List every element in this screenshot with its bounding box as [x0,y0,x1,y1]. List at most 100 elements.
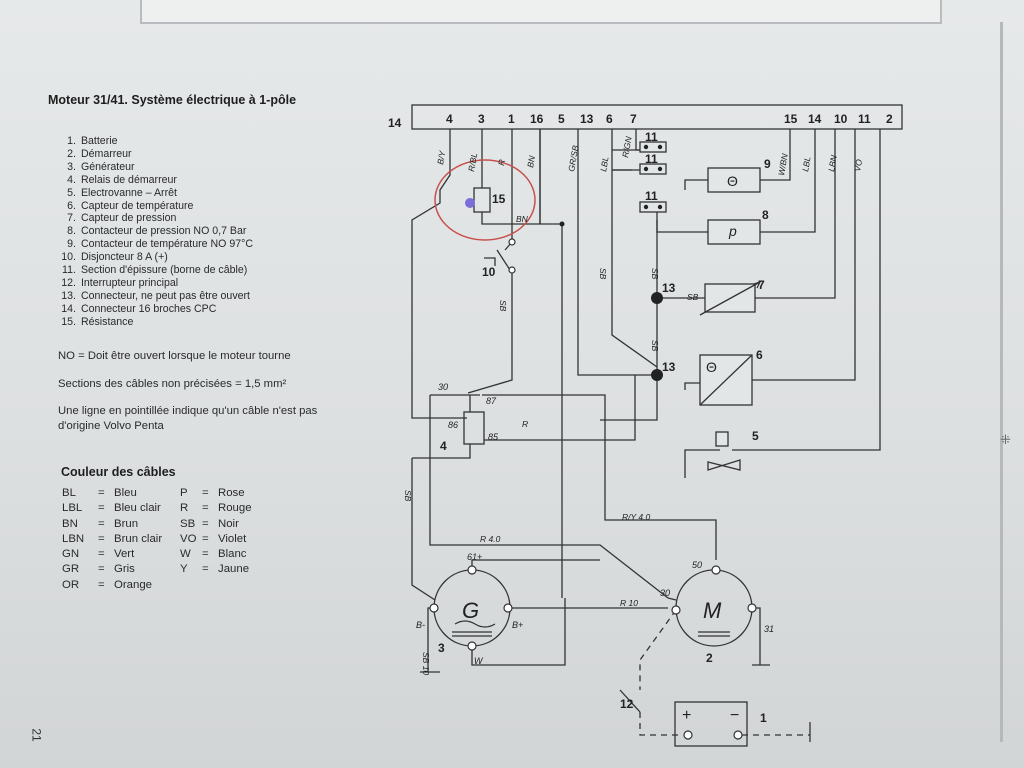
terminal-50: 50 [692,560,702,570]
cable-color-row: LBN=Brun clair [62,532,162,547]
connector-pin-label: 5 [558,112,565,126]
cable-color-row: VO=Violet [180,532,252,547]
legend-item: 10. Disjoncteur 8 A (+) [52,251,253,264]
cable-color-code: LBL [62,502,83,515]
cable-color-equals: = [202,563,209,576]
electrovanne-5 [715,431,729,447]
symbol-p-8: p [728,223,737,239]
connector-pin-label: 10 [834,112,848,126]
cable-color-name: Bleu [114,487,137,499]
wire-vo-2 [732,129,881,451]
legend-item-label: Batterie [80,135,118,147]
cable-color-equals: = [98,563,105,576]
terminal-30-starter: 30 [660,588,670,598]
cable-color-row: LBL=Bleu clair [62,501,162,516]
wire-sb-main [600,208,708,421]
wire-color-label: BN [525,154,537,168]
note-sections: Sections des câbles non précisées = 1,5 … [58,378,287,390]
battery-terminal-plus [683,730,693,740]
legend-item: 13. Connecteur, ne peut pas être ouvert [52,290,253,303]
connector-pin-label: 6 [606,112,613,126]
legend-item-number: 14. [61,302,76,315]
legend-item-label: Disjoncteur 8 A (+) [80,251,168,264]
cable-color-name: Noir [218,517,239,530]
legend-item-number: 7. [67,212,76,225]
cable-color-row: SB=Noir [180,517,252,532]
legend-item-number: 9. [67,238,76,251]
connector-pin-label: 11 [858,112,871,126]
cable-color-row: GR=Gris [62,562,162,577]
legend-item-label: Connecteur 16 broches CPC [80,302,217,315]
starter-symbol [698,631,730,637]
cable-color-row: BL=Bleu [62,486,162,501]
label-8: 8 [762,208,769,222]
splice-dot-3 [643,166,649,172]
cable-color-equals: = [202,487,209,499]
wire-starter-31 [752,607,770,666]
symbol-plus: + [682,707,691,724]
note-dotted-line-1: Une ligne en pointillée indique qu'un câ… [58,405,318,417]
legend-item: 3. Générateur [52,161,253,174]
legend-item: 2. Démarreur [52,148,253,161]
label-connector-14: 14 [388,116,402,130]
legend-item-label: Section d'épissure (borne de câble) [80,264,248,277]
wire-color-label: SB [687,292,699,302]
splice-11-b [639,163,667,175]
cable-color-equals: = [98,487,105,499]
cable-color-row: BN=Brun [62,517,162,532]
label-2: 2 [706,651,713,665]
gen-terminal-61 [467,565,477,575]
starter-terminal-30 [671,605,681,615]
label-15: 15 [492,192,506,206]
splice-dot-5 [643,204,649,210]
cable-color-row: R=Rouge [180,501,252,516]
connector-pin-label: 7 [630,112,637,126]
cable-color-row: P=Rose [180,486,252,501]
wire-gr-sb [577,129,655,376]
terminal-61: 61+ [467,552,482,562]
connector-pin-label: 1 [508,112,515,126]
wire-color-label: B/Y [435,149,447,166]
dashed-battery-plus [639,712,682,736]
label-11-c: 11 [645,189,658,203]
cable-color-equals: = [98,578,105,591]
cable-color-name: Rouge [218,502,252,515]
label-11-a: 11 [645,130,658,144]
ground-5 [684,449,720,478]
junctions [559,144,663,381]
symbol-theta-6: Θ [706,359,717,375]
breaker-terminal-bottom [508,266,516,274]
legend-item-label: Relais de démarreur [80,173,177,186]
label-7: 7 [758,278,765,292]
wire-color-label: SB [650,340,660,352]
wire-color-label: R/GN [620,135,634,159]
pointer-dot [465,198,475,208]
main-switch-12 [619,689,641,713]
connector-pin-label: 3 [478,112,485,126]
cable-color-name: Gris [114,563,135,576]
wire-sb-85 [484,375,636,441]
connector-pin-label: 2 [886,112,893,126]
wire-color-label: SB [598,268,608,280]
cable-color-code: SB [180,517,196,530]
wire-w-bn [760,129,791,181]
cable-color-equals: = [98,532,105,545]
symbol-g: G [462,598,479,623]
legend-item-label: Capteur de température [80,199,194,212]
splice-dot-6 [657,204,663,210]
legend-item: 5. Electrovanne – Arrêt [52,187,253,200]
wire-lbn-11 [752,129,856,381]
component-details [452,280,762,713]
relais-switch-30 [430,394,480,412]
cable-color-equals: = [202,502,209,515]
legend-item-number: 1. [67,135,76,147]
splice-dot-4 [657,166,663,172]
cable-color-code: Y [180,563,188,576]
cable-color-name: Bleu clair [114,502,161,515]
label-10: 10 [482,265,496,279]
legend-item-label: Electrovanne – Arrêt [80,186,177,199]
legend-item: 4. Relais de démarreur [52,174,253,187]
wire-color-label: LBL [598,155,611,172]
wire-86 [412,444,471,459]
